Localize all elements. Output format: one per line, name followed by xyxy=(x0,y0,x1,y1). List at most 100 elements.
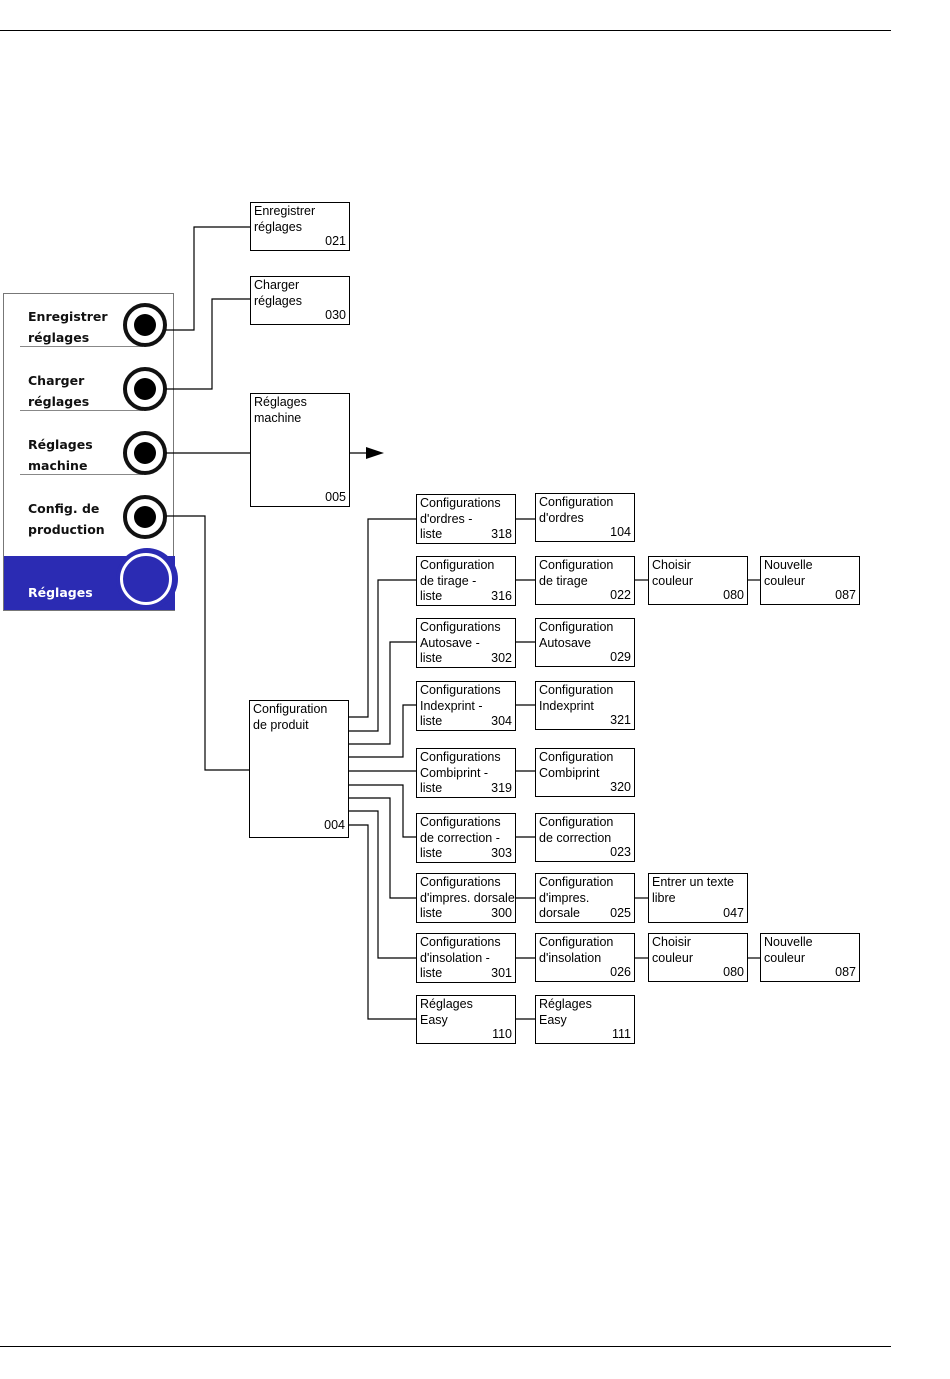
screen-box-321: Configuration Indexprint 321 xyxy=(535,681,635,730)
top-rule xyxy=(0,30,891,31)
screen-box-number: 300 xyxy=(491,906,512,920)
menu-panel: Enregistrer réglages Charger réglages Ré… xyxy=(3,293,178,611)
screen-box-label: Configuration Indexprint xyxy=(539,683,614,713)
screen-box-number: 111 xyxy=(611,1027,631,1041)
connector-line xyxy=(348,797,417,899)
screen-box-label: Réglages Easy xyxy=(420,997,473,1027)
screen-box-300: Configurations d'impres. dorsale liste 3… xyxy=(416,873,516,923)
screen-box-label: Nouvelle couleur xyxy=(764,935,813,965)
screen-box-047: Entrer un texte libre 047 xyxy=(648,873,748,923)
screen-box-320: Configuration Combiprint 320 xyxy=(535,748,635,797)
screen-box-label: Choisir couleur xyxy=(652,935,693,965)
screen-box-label: Charger réglages xyxy=(254,278,302,308)
screen-box-number: 005 xyxy=(325,490,346,504)
rotary-button-icon[interactable] xyxy=(123,367,167,411)
screen-box-080-b: Choisir couleur 080 xyxy=(648,933,748,982)
connector-line xyxy=(348,641,417,745)
panel-bottom-border xyxy=(3,610,175,611)
screen-box-number: 047 xyxy=(723,906,744,920)
screen-box-label: Configuration d'ordres xyxy=(539,495,614,525)
screen-box-number: 080 xyxy=(723,588,744,602)
rotary-button-icon[interactable] xyxy=(120,553,172,605)
screen-box-030: Charger réglages 030 xyxy=(250,276,350,325)
menu-item-machine-settings[interactable]: Réglages machine xyxy=(4,422,175,486)
screen-box-number: 320 xyxy=(610,780,631,794)
screen-box-number: 303 xyxy=(491,846,512,860)
screen-box-number: 316 xyxy=(491,589,512,603)
screen-box-021: Enregistrer réglages 021 xyxy=(250,202,350,251)
screen-box-number: 021 xyxy=(325,234,346,248)
screen-box-label: Configuration de tirage - liste xyxy=(420,558,495,603)
menu-item-label: Réglages machine xyxy=(28,437,93,473)
menu-item-label: Enregistrer réglages xyxy=(28,309,108,345)
screen-box-number: 318 xyxy=(491,527,512,541)
menu-divider xyxy=(20,474,143,475)
screen-box-025: Configuration d'impres. dorsale 025 xyxy=(535,873,635,923)
screen-box-label: Configuration Combiprint xyxy=(539,750,614,780)
screen-box-number: 022 xyxy=(610,588,631,602)
connector-line xyxy=(348,704,417,758)
screen-box-label: Réglages machine xyxy=(254,395,307,425)
screen-box-label: Configuration d'impres. dorsale xyxy=(539,875,614,920)
menu-item-settings-active[interactable]: Réglages xyxy=(4,548,178,611)
menu-item-label: Config. de production xyxy=(28,501,105,537)
screen-box-label: Configuration Autosave xyxy=(539,620,614,650)
connector-line xyxy=(348,784,417,838)
screen-box-label: Configurations d'insolation - liste xyxy=(420,935,501,980)
screen-box-number: 026 xyxy=(610,965,631,979)
screen-box-label: Configuration de produit xyxy=(253,702,328,732)
connector-line xyxy=(348,810,417,959)
screen-box-319: Configurations Combiprint - liste 319 xyxy=(416,748,516,798)
screen-box-number: 301 xyxy=(491,966,512,980)
screen-box-label: Configuration de correction xyxy=(539,815,614,845)
screen-box-label: Configuration de tirage xyxy=(539,558,614,588)
screen-box-number: 110 xyxy=(492,1027,512,1041)
connector-line xyxy=(166,515,250,771)
screen-box-label: Configurations Combiprint - liste xyxy=(420,750,501,795)
screen-box-label: Choisir couleur xyxy=(652,558,693,588)
screen-box-number: 023 xyxy=(610,845,631,859)
menu-item-save-settings[interactable]: Enregistrer réglages xyxy=(4,294,175,358)
screen-box-label: Configurations d'impres. dorsale liste xyxy=(420,875,515,920)
screen-box-label: Entrer un texte libre xyxy=(652,875,734,905)
menu-item-production-config[interactable]: Config. de production xyxy=(4,486,175,550)
screen-box-111: Réglages Easy 111 xyxy=(535,995,635,1044)
menu-divider xyxy=(20,346,143,347)
screen-box-label: Réglages Easy xyxy=(539,997,592,1027)
rotary-button-icon[interactable] xyxy=(123,495,167,539)
screen-box-number: 087 xyxy=(835,588,856,602)
screen-box-005: Réglages machine 005 xyxy=(250,393,350,507)
screen-box-number: 080 xyxy=(723,965,744,979)
screen-box-number: 302 xyxy=(491,651,512,665)
bottom-rule xyxy=(0,1346,891,1347)
screen-box-number: 004 xyxy=(324,818,345,832)
screen-box-087-b: Nouvelle couleur 087 xyxy=(760,933,860,982)
screen-box-number: 025 xyxy=(610,906,631,920)
screen-box-023: Configuration de correction 023 xyxy=(535,813,635,862)
screen-box-number: 030 xyxy=(325,308,346,322)
screen-box-080-a: Choisir couleur 080 xyxy=(648,556,748,605)
arrow-right-icon xyxy=(366,447,384,459)
screen-box-026: Configuration d'insolation 026 xyxy=(535,933,635,982)
screen-box-318: Configurations d'ordres - liste 318 xyxy=(416,494,516,544)
screen-box-302: Configurations Autosave - liste 302 xyxy=(416,618,516,668)
connector-line xyxy=(348,824,417,1020)
screen-box-label: Nouvelle couleur xyxy=(764,558,813,588)
connector-line xyxy=(166,298,251,390)
screen-box-004: Configuration de produit 004 xyxy=(249,700,349,838)
screen-box-110: Réglages Easy 110 xyxy=(416,995,516,1044)
rotary-button-icon[interactable] xyxy=(123,303,167,347)
menu-divider xyxy=(20,410,143,411)
screen-box-022: Configuration de tirage 022 xyxy=(535,556,635,605)
rotary-button-icon[interactable] xyxy=(123,431,167,475)
screen-box-316: Configuration de tirage - liste 316 xyxy=(416,556,516,606)
screen-box-303: Configurations de correction - liste 303 xyxy=(416,813,516,863)
menu-item-load-settings[interactable]: Charger réglages xyxy=(4,358,175,422)
screen-box-number: 321 xyxy=(610,713,631,727)
screen-box-number: 029 xyxy=(610,650,631,664)
screen-box-label: Configurations de correction - liste xyxy=(420,815,501,860)
screen-box-029: Configuration Autosave 029 xyxy=(535,618,635,667)
connector-line xyxy=(166,226,251,331)
connector-line xyxy=(348,579,417,732)
